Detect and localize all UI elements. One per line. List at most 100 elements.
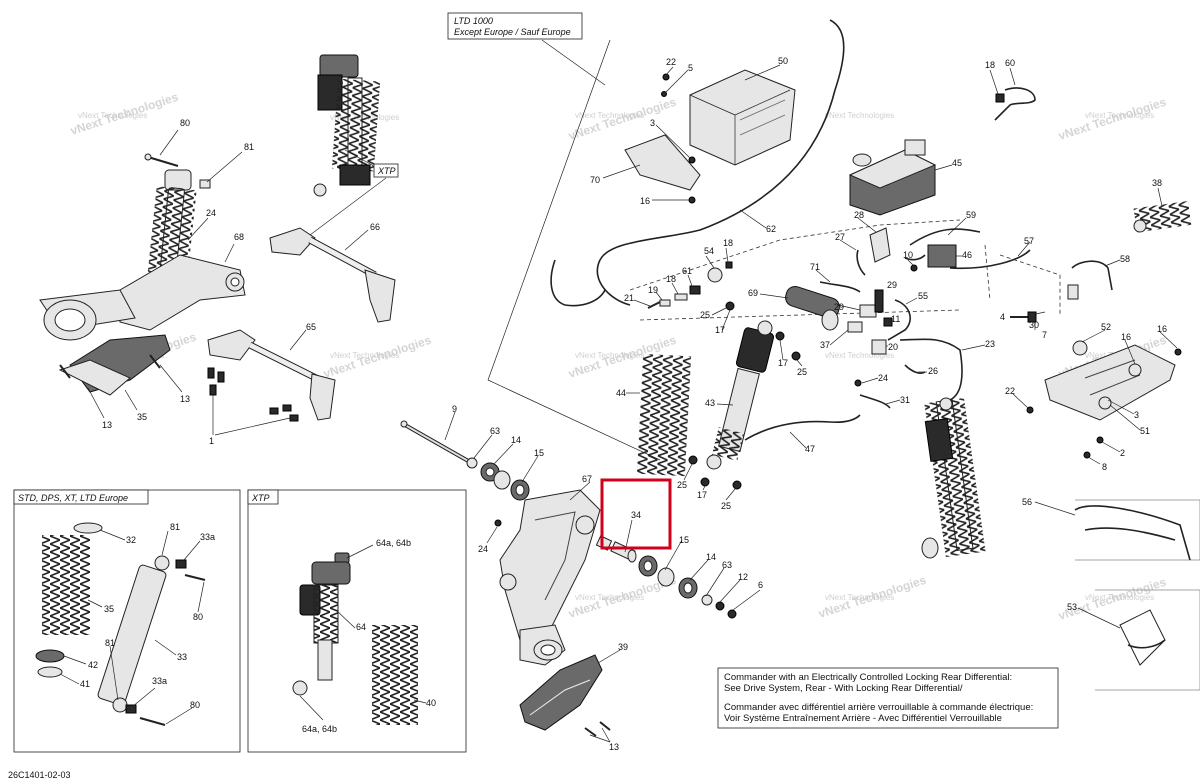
part-label: 22 [666,57,676,67]
xtp-callout-top: XTP [377,166,396,176]
pivot-bearing-cluster: 15 14 63 12 6 34 [595,478,763,619]
sway-bar-link-65: 65 1 [207,322,336,446]
part-label: 7 [1042,330,1047,340]
part-label: 55 [918,291,928,301]
part-label: 45 [952,158,962,168]
part-label: 19 [648,285,658,295]
part-label: 14 [511,435,521,445]
part-label: 30 [1029,320,1039,330]
part-label: 35 [104,604,114,614]
part-label: 25 [677,480,687,490]
part-label: 1 [209,436,214,446]
part-label: 31 [900,395,910,405]
part-label: 64a, 64b [376,538,411,548]
part-label: 33a [200,532,215,542]
ltd-subtitle: Except Europe / Sauf Europe [454,27,571,37]
part-label: 8 [1102,462,1107,472]
part-label: 25 [721,501,731,511]
note-line-1: Commander with an Electrically Controlle… [724,672,1012,683]
ltd-callout: LTD 1000 Except Europe / Sauf Europe [447,12,661,461]
part-label: 21 [624,293,634,303]
part-label: 4 [1000,312,1005,322]
watermark-text: vNext Technologies [825,593,894,602]
valve-bracket-cluster: 54 18 61 18 19 21 28 27 59 46 10 [624,210,1130,409]
part-label: 66 [370,222,380,232]
part-label: 18 [723,238,733,248]
part-label: 62 [766,224,776,234]
note-line-2: See Drive System, Rear - With Locking Re… [724,683,963,694]
part-label: 44 [616,388,626,398]
part-label: 29 [834,302,844,312]
part-label: 13 [102,420,112,430]
part-label: 40 [426,698,436,708]
part-label: 57 [1024,236,1034,246]
xtp-variant-box: XTP 64a, 64b 64 64a, 64b 40 [247,489,467,753]
part-label: 32 [126,535,136,545]
part-label: 60 [1005,58,1015,68]
part-label: 54 [704,246,714,256]
part-label: 15 [534,448,544,458]
part-label: 11 [891,314,900,324]
part-label: 26 [928,366,938,376]
part-label: 27 [835,232,845,242]
watermark-text: vNext Technologies [825,111,894,120]
watermark-text: vNext Technologies [575,351,644,360]
part-label: 2 [1120,448,1125,458]
right-air-shock [921,397,986,559]
watermark-text: vNext Technologies [78,111,147,120]
part-label: 67 [582,474,592,484]
cable-guard-assemblies: 56 53 [1022,497,1200,691]
highlighted-part-box[interactable] [600,478,672,550]
part-label: 14 [706,552,716,562]
std-box-title: STD, DPS, XT, LTD Europe [18,493,128,503]
electronics-box-assembly: 22 5 50 3 70 16 [590,56,796,206]
part-label: 15 [679,535,689,545]
watermark-text: vNext Technologies [825,351,894,360]
part-label: 17 [697,490,707,500]
part-label: 12 [738,572,748,582]
part-label: 68 [234,232,244,242]
part-label: 80 [193,612,203,622]
part-label: 20 [888,342,898,352]
part-label: 24 [478,544,488,554]
part-label: 24 [878,373,888,383]
part-label: 61 [682,266,692,276]
part-label: 59 [966,210,976,220]
part-label: 71 [810,262,820,272]
part-label: 50 [778,56,788,66]
part-label: 43 [705,398,715,408]
part-label: 5 [688,63,693,73]
part-label: 52 [1101,322,1111,332]
part-label: 65 [306,322,316,332]
part-label: 69 [748,288,758,298]
trailing-arm-assembly: 9 63 14 15 67 24 39 13 [400,404,628,752]
part-label: 42 [88,660,98,670]
part-label: 80 [190,700,200,710]
compressor-assembly: 18 60 45 38 [848,58,1192,233]
note-line-4: Voir Système Entraînement Arrière - Avec… [724,713,1002,724]
part-label: 51 [1140,426,1150,436]
part-label: 64 [356,622,366,632]
part-label: 70 [590,175,600,185]
watermark-text: vNext Technologies [575,111,644,120]
part-label: 38 [1152,178,1162,188]
part-label: 17 [778,358,788,368]
part-label: 18 [666,274,676,284]
xtp-box-title: XTP [251,493,270,503]
watermark-text: vNext Technologies [575,593,644,602]
part-label: 16 [640,196,650,206]
part-label: 81 [170,522,180,532]
part-label: 25 [797,367,807,377]
harness-62: 62 [550,19,845,307]
note-line-3: Commander avec différentiel arrière verr… [724,702,1033,713]
part-label: 13 [609,742,619,752]
part-label: 18 [985,60,995,70]
part-label: 53 [1067,602,1077,612]
skid-plate-assembly: 52 16 16 22 3 51 2 8 [1005,322,1182,472]
part-label: 9 [452,404,457,414]
part-label: 17 [715,325,725,335]
xtp-top-shock: XTP [309,54,399,236]
part-label: 29 [887,280,897,290]
watermark-text: vNext Technologies [1085,111,1154,120]
part-label: 16 [1157,324,1167,334]
